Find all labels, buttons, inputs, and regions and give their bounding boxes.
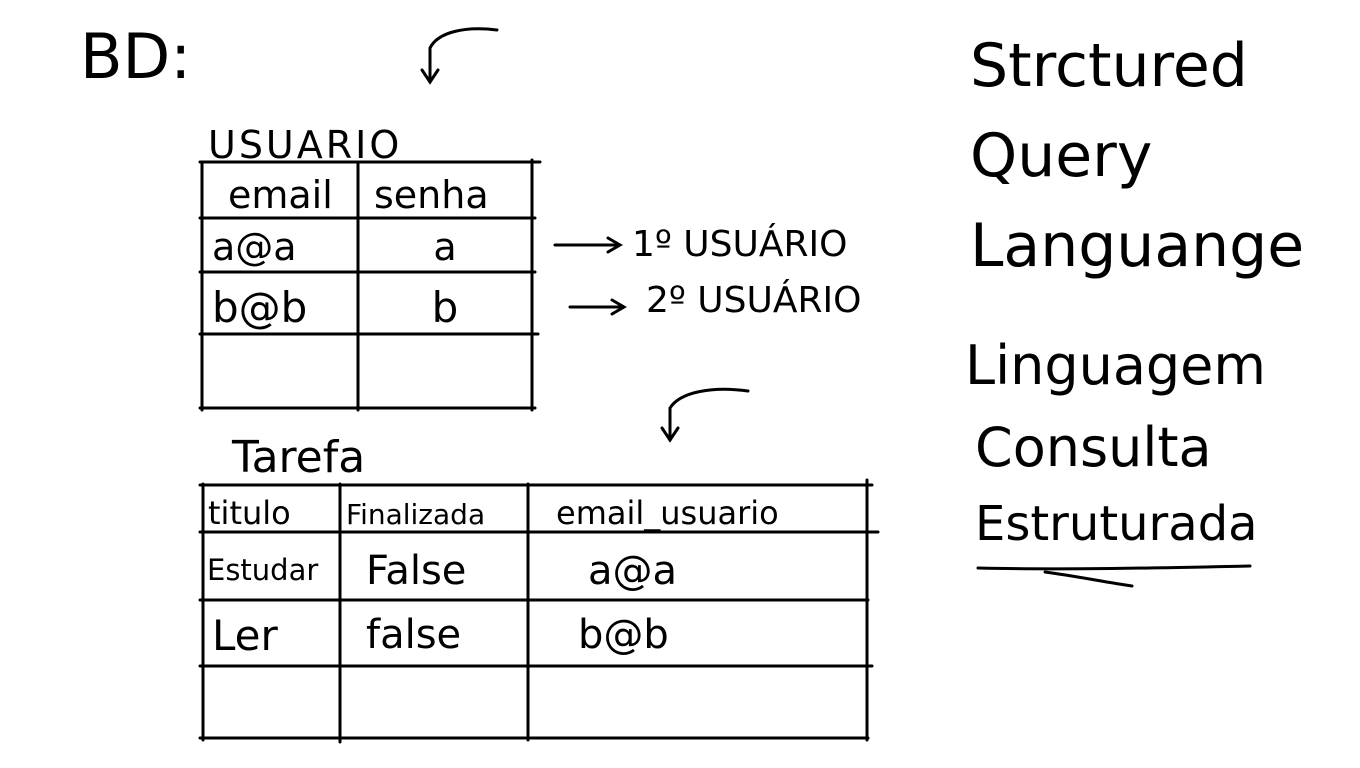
tarefa-cell-finalizada: False (366, 548, 466, 594)
usuario-cell-email: b@b (212, 283, 307, 332)
annotation-arrow-row-2 (568, 298, 627, 316)
heading-bd: BD: (80, 20, 191, 93)
tarefa-cell-titulo: Ler (212, 611, 279, 660)
usuario-table-header: email senha (228, 173, 489, 217)
sql-word-query: Query (970, 121, 1152, 191)
usuario-cell-email: a@a (212, 225, 297, 269)
tarefa-table-row: Estudar False a@a (207, 548, 677, 594)
sql-word-structured: Strctured (970, 31, 1248, 101)
tarefa-table-row: Ler false b@b (212, 611, 669, 660)
tarefa-table-header: titulo Finalizada email_usuario (208, 494, 779, 532)
usuario-header-senha: senha (374, 173, 489, 217)
usuario-table-grid (198, 158, 542, 412)
pt-word-estruturada: Estruturada (975, 496, 1258, 552)
sql-word-language: Languange (970, 211, 1304, 281)
pt-word-consulta: Consulta (975, 416, 1212, 479)
annotation-arrow-row-1 (553, 236, 623, 254)
usuario-header-email: email (228, 173, 333, 217)
tarefa-table-name: Tarefa (231, 432, 365, 483)
estruturada-underline (976, 564, 1252, 588)
tarefa-cell-email-usuario: b@b (578, 612, 669, 658)
usuario-cell-senha: a (433, 225, 456, 269)
annotation-second-user: 2º USUÁRIO (646, 279, 861, 321)
arrow-to-tarefa (660, 387, 750, 443)
usuario-table-name: USUARIO (208, 123, 402, 167)
pt-word-linguagem: Linguagem (965, 334, 1266, 397)
usuario-table-row: b@b b (212, 283, 458, 332)
usuario-cell-senha: b (432, 283, 459, 332)
tarefa-table-grid (198, 478, 880, 744)
tarefa-header-email-usuario: email_usuario (556, 494, 779, 532)
tarefa-cell-titulo: Estudar (207, 553, 318, 587)
sql-expansion: Strctured Query Languange (970, 31, 1304, 281)
arrow-to-usuario (420, 27, 499, 85)
tarefa-header-titulo: titulo (208, 494, 291, 532)
tarefa-header-finalizada: Finalizada (346, 498, 485, 531)
tarefa-cell-finalizada: false (366, 612, 461, 658)
annotation-first-user: 1º USUÁRIO (632, 223, 847, 265)
tarefa-cell-email-usuario: a@a (588, 548, 677, 594)
usuario-table-row: a@a a (212, 225, 457, 269)
portuguese-translation: Linguagem Consulta Estruturada (965, 334, 1266, 552)
